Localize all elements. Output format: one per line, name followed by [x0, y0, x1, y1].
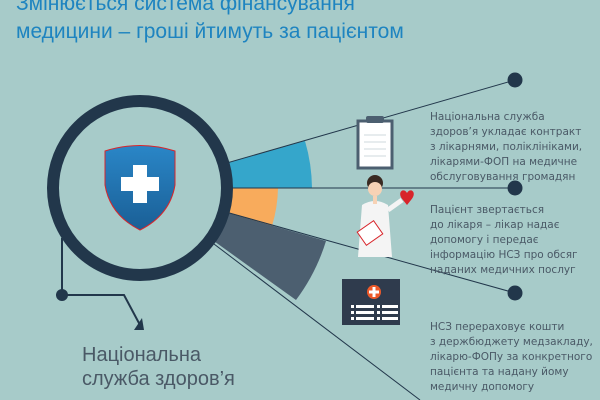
doctor-illustration: [356, 175, 404, 257]
shield-cross-icon: [104, 145, 176, 231]
title-line-1: Змінюється система фінансування: [16, 0, 355, 15]
dot-2: [507, 180, 523, 196]
page-title: Змінюється система фінансування медицини…: [16, 0, 404, 46]
step-3-text: НСЗ перераховує кошти з держбюджету медз…: [430, 321, 593, 393]
medical-card-icon: [342, 279, 400, 325]
magnifier-pointer: [61, 238, 141, 326]
dot-3: [507, 285, 523, 301]
dot-1: [507, 72, 523, 88]
step-1-text: Національна служба здоров’я укладає конт…: [430, 111, 583, 183]
pointer-dot: [56, 289, 68, 301]
step-2-text: Пацієнт звертається до лікаря – лікар на…: [430, 204, 578, 276]
clipboard-icon: [356, 116, 394, 170]
nhs-label: Національна служба здоров’я: [82, 344, 235, 390]
arrow-head-icon: [134, 318, 144, 330]
title-line-2: медицини – гроші йтимуть за пацієнтом: [16, 20, 404, 43]
heart-icon: [400, 190, 414, 205]
